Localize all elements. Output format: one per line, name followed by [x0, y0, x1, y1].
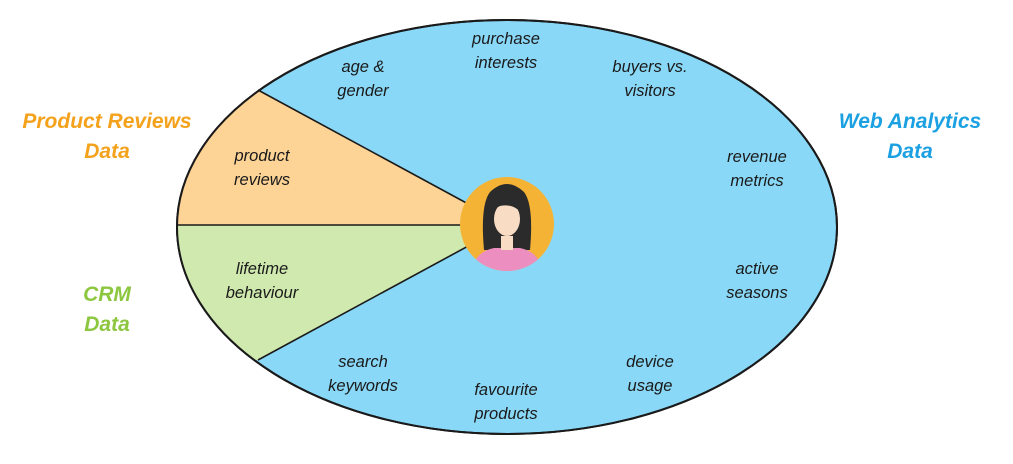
- segment-purchase-interests: purchase interests: [472, 30, 540, 72]
- segment-active-seasons: active seasons: [726, 260, 788, 302]
- segment-product-reviews: product reviews: [234, 147, 290, 189]
- segment-favourite-products: favourite products: [474, 381, 538, 423]
- segment-buyers-visitors: buyers vs. visitors: [612, 58, 688, 100]
- crm-data-label: CRM Data: [83, 283, 131, 336]
- customer-avatar-icon: [460, 177, 554, 271]
- segment-device-usage: device usage: [626, 353, 674, 395]
- product-reviews-data-label: Product Reviews Data: [22, 110, 192, 163]
- product-reviews-wedge: [177, 90, 507, 225]
- segment-age-gender: age & gender: [337, 58, 389, 100]
- segment-revenue-metrics: revenue metrics: [727, 148, 787, 190]
- segment-lifetime-behaviour: lifetime behaviour: [225, 260, 299, 302]
- wedge-divider-bottom: [257, 224, 508, 361]
- crm-wedge: [177, 225, 507, 360]
- diagram-outline: [176, 19, 838, 435]
- web-analytics-data-label: Web Analytics Data: [838, 110, 982, 163]
- segment-search-keywords: search keywords: [328, 353, 398, 395]
